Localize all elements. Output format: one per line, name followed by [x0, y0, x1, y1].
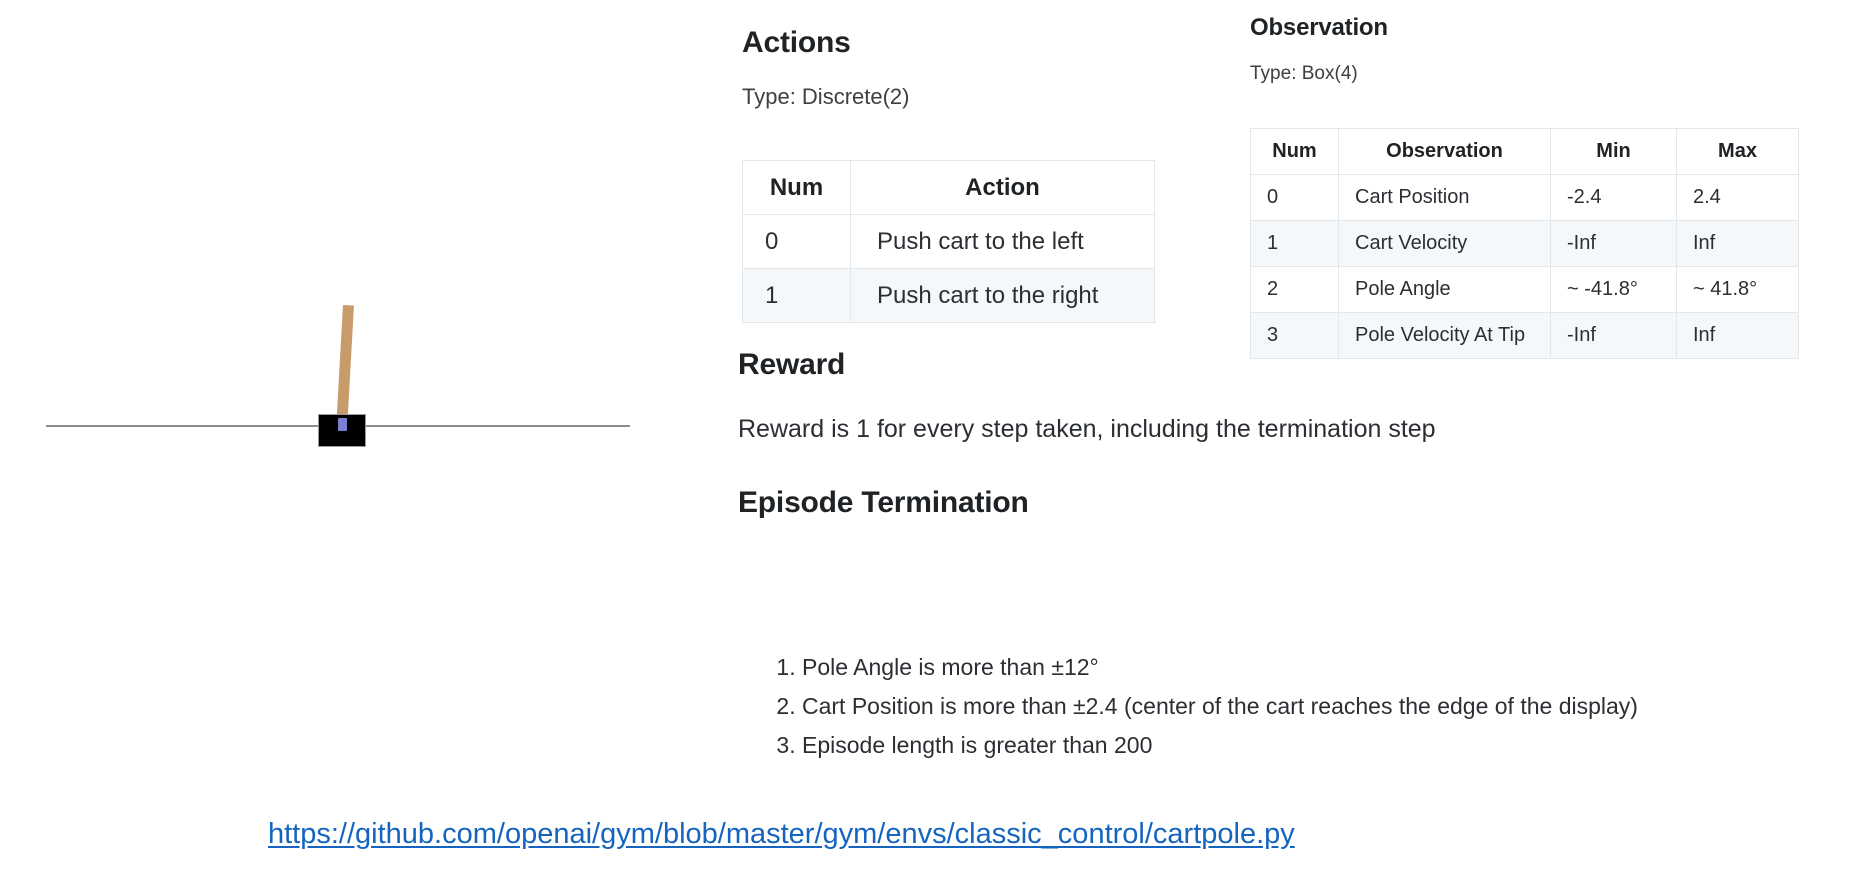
cell-num: 1	[742, 268, 851, 323]
cartpole-figure	[0, 0, 700, 780]
cell-observation: Cart Position	[1338, 174, 1551, 221]
list-item: Episode length is greater than 200	[802, 726, 1638, 765]
pole-icon	[336, 304, 354, 431]
table-row: 2 Pole Angle ~ -41.8° ~ 41.8°	[1250, 266, 1799, 313]
cell-observation: Pole Velocity At Tip	[1338, 312, 1551, 359]
reward-heading: Reward	[738, 348, 846, 381]
episode-termination-list: Pole Angle is more than ±12° Cart Positi…	[760, 648, 1638, 765]
cell-action: Push cart to the right	[850, 268, 1155, 323]
actions-type-line: Type: Discrete(2)	[742, 84, 910, 109]
table-header-row: Num Observation Min Max	[1250, 128, 1799, 175]
actions-heading: Actions	[742, 26, 851, 59]
table-row: 3 Pole Velocity At Tip -Inf Inf	[1250, 312, 1799, 359]
column-header-min: Min	[1550, 128, 1677, 175]
episode-termination-heading: Episode Termination	[738, 486, 1029, 519]
observation-heading: Observation	[1250, 14, 1388, 41]
table-row: 1 Cart Velocity -Inf Inf	[1250, 220, 1799, 267]
column-header-num: Num	[1250, 128, 1339, 175]
cell-min: -Inf	[1550, 220, 1677, 267]
reward-description: Reward is 1 for every step taken, includ…	[738, 415, 1436, 443]
observation-table: Num Observation Min Max 0 Cart Position …	[1250, 128, 1799, 359]
column-header-action: Action	[850, 160, 1155, 215]
cell-num: 0	[742, 214, 851, 269]
list-item: Cart Position is more than ±2.4 (center …	[802, 687, 1638, 726]
cell-observation: Pole Angle	[1338, 266, 1551, 313]
cell-num: 3	[1250, 312, 1339, 359]
cell-max: Inf	[1676, 312, 1799, 359]
cell-min: -Inf	[1550, 312, 1677, 359]
observation-type-line: Type: Box(4)	[1250, 63, 1358, 84]
cell-num: 2	[1250, 266, 1339, 313]
cell-observation: Cart Velocity	[1338, 220, 1551, 267]
cell-num: 1	[1250, 220, 1339, 267]
column-header-num: Num	[742, 160, 851, 215]
list-item: Pole Angle is more than ±12°	[802, 648, 1638, 687]
cell-min: -2.4	[1550, 174, 1677, 221]
cell-max: ~ 41.8°	[1676, 266, 1799, 313]
table-row: 1 Push cart to the right	[742, 268, 1155, 323]
table-row: 0 Cart Position -2.4 2.4	[1250, 174, 1799, 221]
cell-max: 2.4	[1676, 174, 1799, 221]
cell-max: Inf	[1676, 220, 1799, 267]
column-header-observation: Observation	[1338, 128, 1551, 175]
actions-table: Num Action 0 Push cart to the left 1 Pus…	[742, 160, 1155, 323]
cell-num: 0	[1250, 174, 1339, 221]
table-header-row: Num Action	[742, 160, 1155, 215]
table-row: 0 Push cart to the left	[742, 214, 1155, 269]
cell-action: Push cart to the left	[850, 214, 1155, 269]
column-header-max: Max	[1676, 128, 1799, 175]
source-code-link[interactable]: https://github.com/openai/gym/blob/maste…	[268, 818, 1295, 850]
cell-min: ~ -41.8°	[1550, 266, 1677, 313]
axle-icon	[338, 418, 347, 431]
